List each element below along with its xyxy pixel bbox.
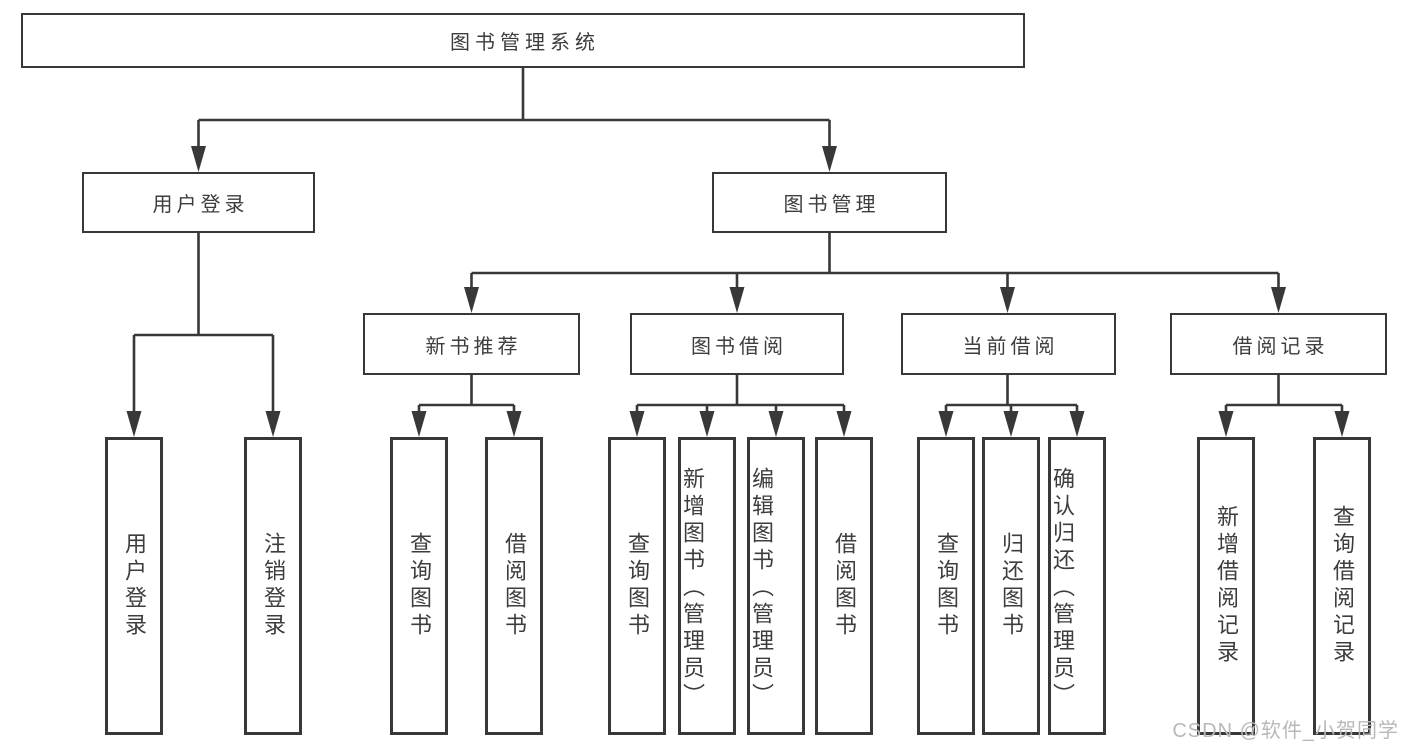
node-user-login: 用户登录	[82, 172, 315, 233]
leaf-add-borrow-record: 新增借阅记录	[1197, 437, 1255, 735]
leaf-logout: 注销登录	[244, 437, 302, 735]
leaf-edit-book-admin-label: 编辑图书（管理员）	[749, 467, 774, 710]
leaf-borrow-book-2-label: 借阅图书	[832, 532, 857, 640]
node-user-login-label: 用户登录	[152, 194, 249, 216]
leaf-return-book: 归还图书	[982, 437, 1040, 735]
leaf-add-borrow-record-label: 新增借阅记录	[1214, 505, 1239, 667]
connector-new-book-rec-children	[417, 375, 516, 415]
leaf-query-book-1: 查询图书	[390, 437, 448, 735]
leaf-confirm-return-admin: 确认归还（管理员）	[1048, 437, 1106, 735]
connector-borrow-record-children	[1224, 375, 1344, 415]
node-borrowing-records-label: 借阅记录	[1232, 335, 1329, 358]
leaf-borrow-book-1: 借阅图书	[485, 437, 543, 735]
arrowheads	[126, 146, 1350, 437]
node-book-management-label: 图书管理	[783, 194, 880, 216]
leaf-logout-label: 注销登录	[261, 532, 286, 640]
leaf-query-book-3: 查询图书	[917, 437, 975, 735]
leaf-borrow-book-2: 借阅图书	[815, 437, 873, 735]
connector-current-borrow-children	[944, 375, 1079, 415]
leaf-user-login-label: 用户登录	[122, 532, 147, 640]
leaf-add-book-admin: 新增图书（管理员）	[678, 437, 736, 735]
leaf-borrow-book-1-label: 借阅图书	[502, 532, 527, 640]
connector-book-borrow-children	[635, 375, 846, 415]
leaf-user-login: 用户登录	[105, 437, 163, 735]
node-root-system: 图书管理系统	[21, 13, 1025, 68]
leaf-query-book-3-label: 查询图书	[934, 532, 959, 640]
leaf-query-book-2: 查询图书	[608, 437, 666, 735]
csdn-watermark: CSDN @软件_小贺同学	[1172, 720, 1399, 742]
connector-root-children	[197, 68, 831, 150]
node-new-book-recommend-label: 新书推荐	[425, 335, 522, 358]
node-current-borrowing-label: 当前借阅	[962, 335, 1059, 358]
connector-book-mgmt-children	[470, 233, 1280, 291]
leaf-edit-book-admin: 编辑图书（管理员）	[747, 437, 805, 735]
leaf-query-book-2-label: 查询图书	[625, 532, 650, 640]
connector-user-login-children	[132, 233, 275, 415]
leaf-confirm-return-admin-label: 确认归还（管理员）	[1050, 467, 1075, 710]
node-book-borrowing: 图书借阅	[630, 313, 844, 375]
node-borrowing-records: 借阅记录	[1170, 313, 1387, 375]
leaf-query-borrow-record-label: 查询借阅记录	[1330, 505, 1355, 667]
node-root-system-label: 图书管理系统	[450, 32, 600, 54]
node-current-borrowing: 当前借阅	[901, 313, 1116, 375]
node-book-borrowing-label: 图书借阅	[691, 335, 787, 358]
leaf-query-book-1-label: 查询图书	[407, 532, 432, 640]
leaf-query-borrow-record: 查询借阅记录	[1313, 437, 1371, 735]
leaf-return-book-label: 归还图书	[999, 532, 1024, 640]
leaf-add-book-admin-label: 新增图书（管理员）	[680, 467, 705, 710]
node-new-book-recommend: 新书推荐	[363, 313, 580, 375]
node-book-management: 图书管理	[712, 172, 947, 233]
